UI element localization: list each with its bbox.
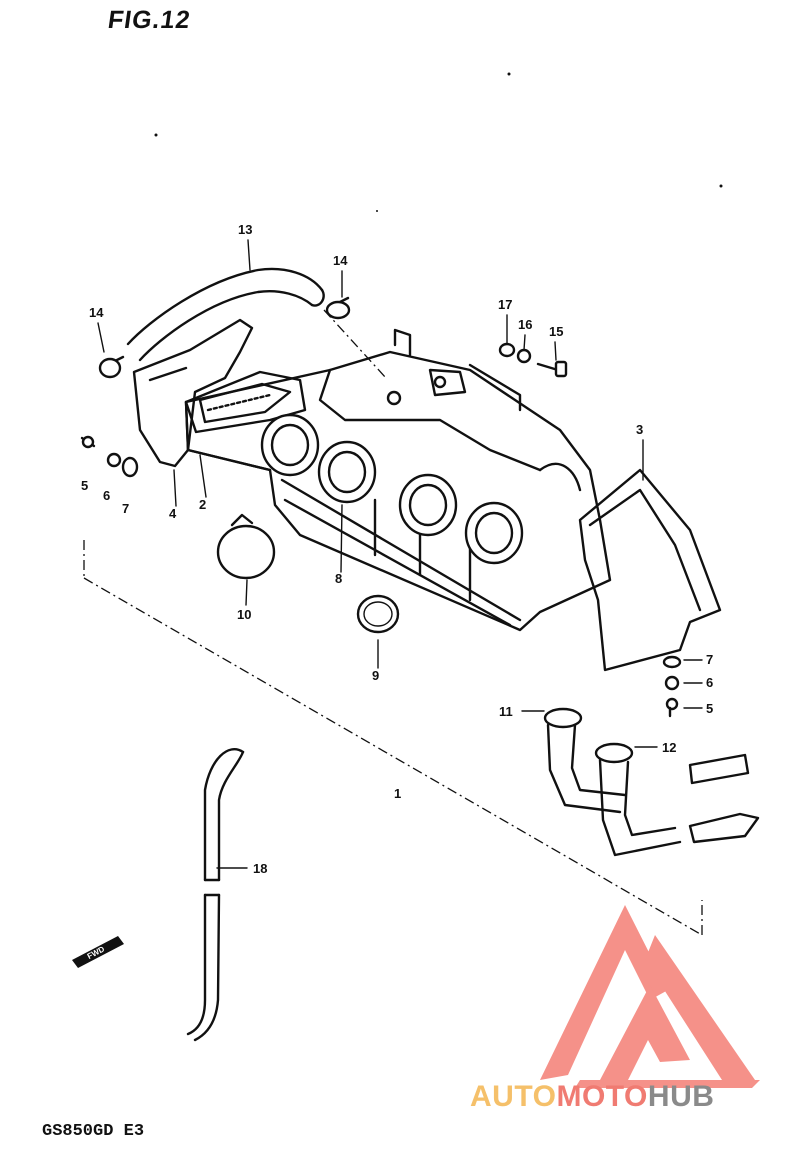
callout-10: 10 (237, 607, 251, 622)
callout-14-left: 14 (89, 305, 104, 320)
callout-6-right: 6 (706, 675, 713, 690)
screw-5-right (665, 697, 679, 718)
clamp-10 (216, 513, 276, 580)
hose-clamp-14-left (98, 355, 125, 379)
callout-labels: 13 14 14 17 16 15 3 5 6 7 4 2 8 10 9 7 6… (81, 222, 713, 876)
drain-plug-12 (594, 742, 682, 857)
callout-5-left: 5 (81, 478, 88, 493)
callout-13: 13 (238, 222, 252, 237)
callout-2: 2 (199, 497, 206, 512)
watermark-auto: AUTO (470, 1080, 557, 1113)
callout-12: 12 (662, 740, 676, 755)
breather-hose-13 (126, 267, 325, 362)
bolt-15 (536, 360, 568, 378)
watermark-hub: HUB (647, 1080, 715, 1113)
watermark-logo-icon (540, 905, 760, 1088)
hose-caps (688, 753, 760, 844)
callout-7-right: 7 (706, 652, 713, 667)
callout-5-right: 5 (706, 701, 713, 716)
callout-14-top: 14 (333, 253, 348, 268)
drain-hose-18 (186, 748, 245, 1042)
callout-4: 4 (169, 506, 177, 521)
washer-6-left (106, 452, 122, 468)
model-code: GS850GD E3 (42, 1122, 145, 1141)
scan-specks (154, 72, 723, 212)
intake-duct-3 (578, 468, 722, 672)
watermark-wordmark: AUTOMOTOHUB (470, 1080, 714, 1114)
element-case-2 (184, 370, 307, 434)
washer-6-right (664, 675, 680, 691)
callout-16: 16 (518, 317, 532, 332)
callout-18: 18 (253, 861, 267, 876)
callout-15: 15 (549, 324, 563, 339)
callout-8: 8 (335, 571, 342, 586)
fwd-arrow-icon: FWD (72, 936, 124, 968)
seal-ring-9 (356, 594, 400, 634)
callout-9: 9 (372, 668, 379, 683)
washer-7-right (662, 655, 682, 669)
washer-16 (516, 348, 532, 364)
washer-7-left (121, 456, 139, 478)
callout-17: 17 (498, 297, 512, 312)
screw-5-left (80, 435, 96, 449)
hose-clamp-14-top (325, 296, 351, 320)
callout-1: 1 (394, 786, 401, 801)
callout-11: 11 (499, 704, 513, 719)
callout-3: 3 (636, 422, 643, 437)
callout-7-left: 7 (122, 501, 129, 516)
watermark-moto: MOTO (556, 1080, 648, 1113)
side-cover-4 (132, 318, 254, 468)
assembly-bracket (83, 309, 703, 936)
leader-lines (97, 239, 703, 869)
intake-rings (260, 413, 524, 565)
washer-17 (498, 342, 516, 358)
callout-6-left: 6 (103, 488, 110, 503)
